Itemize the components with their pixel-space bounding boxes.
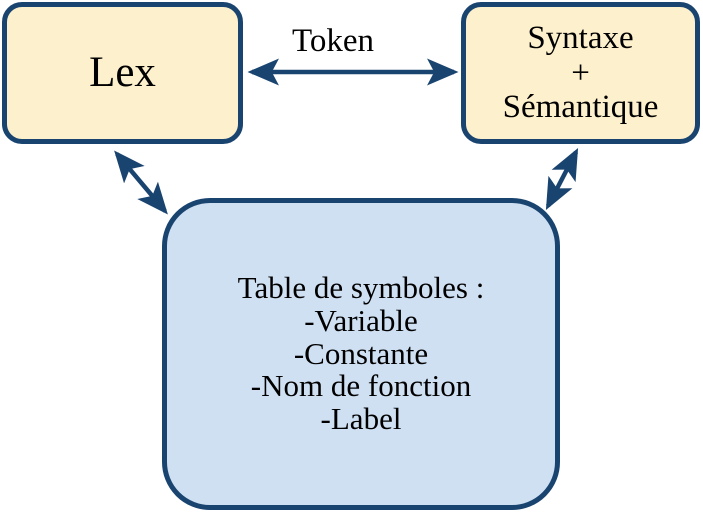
edge-label-token: Token bbox=[292, 23, 375, 59]
node-symbols-line-4: -Nom de fonction bbox=[250, 368, 472, 404]
node-symbols-line-5: -Label bbox=[320, 401, 402, 437]
edge-lex-symbols bbox=[114, 150, 168, 215]
node-syntax-line-1: Syntaxe bbox=[527, 19, 634, 56]
node-syntax[interactable]: Syntaxe + Sémantique bbox=[461, 2, 700, 144]
node-symbols-text: Table de symboles : -Variable -Constante… bbox=[167, 269, 555, 437]
node-lex-line-1: Lex bbox=[89, 49, 156, 97]
node-syntax-text: Syntaxe + Sémantique bbox=[466, 19, 695, 126]
node-lex[interactable]: Lex bbox=[2, 2, 243, 144]
node-lex-text: Lex bbox=[7, 50, 238, 96]
node-symbols-line-3: -Constante bbox=[293, 335, 429, 371]
node-symbols-line-2: -Variable bbox=[304, 302, 418, 338]
node-syntax-line-3: Sémantique bbox=[502, 89, 659, 126]
node-symbols-line-1: Table de symboles : bbox=[237, 269, 485, 305]
edge-syntax-symbols bbox=[545, 148, 579, 210]
node-symbols[interactable]: Table de symboles : -Variable -Constante… bbox=[162, 198, 560, 510]
node-syntax-line-2: + bbox=[571, 54, 590, 91]
